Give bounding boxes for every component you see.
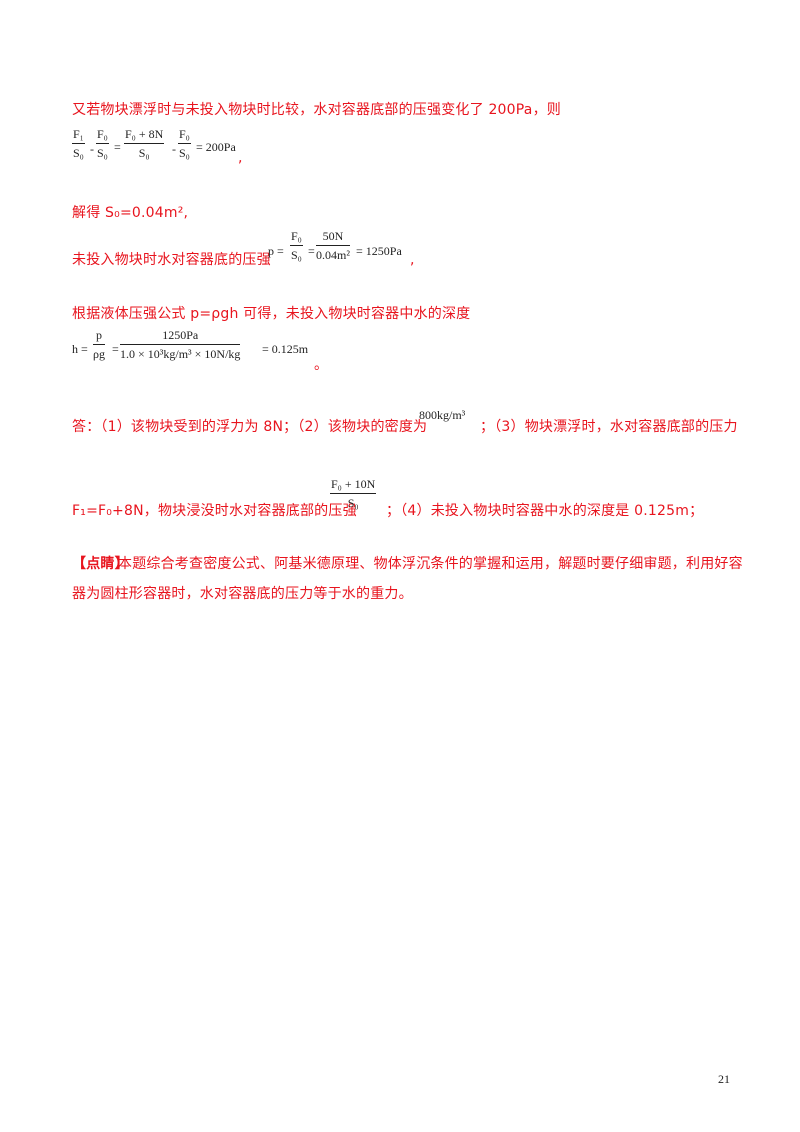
text-line-1: 又若物块漂浮时与未投入物块时比较，水对容器底部的压强变化了 200Pa，则 [72, 102, 561, 118]
minus-sign: - [90, 142, 94, 156]
equation-result: = 1250Pa [356, 244, 402, 258]
comma: , [410, 252, 415, 268]
h-equals: h = [72, 342, 88, 356]
text-answer-part3: F₁=F₀+8N，物块浸没时水对容器底部的压强 [72, 503, 357, 519]
text-line-solve: 解得 S₀=0.04m², [72, 205, 189, 221]
minus-sign: - [172, 142, 176, 156]
p-equals: p = [268, 244, 284, 258]
text-line-pressure: 未投入物块时水对容器底的压强 [72, 252, 271, 268]
note-text-2: 器为圆柱形容器时，水对容器底的压力等于水的重力。 [72, 586, 413, 602]
equals-sign: = [308, 244, 315, 258]
text-answer-part2: ；（3）物块漂浮时，水对容器底部的压力 [480, 419, 738, 435]
equals-sign: = [112, 342, 119, 356]
comma: , [238, 150, 243, 166]
note-text-1: 本题综合考查密度公式、阿基米德原理、物体浮沉条件的掌握和运用，解题时要仔细审题，… [118, 556, 743, 572]
page-number: 21 [718, 1072, 730, 1086]
equation-result: = 200Pa [196, 140, 236, 154]
text-line-formula: 根据液体压强公式 p=ρgh 可得，未投入物块时容器中水的深度 [72, 306, 471, 322]
equation-result: = 0.125m [262, 342, 309, 356]
text-answer-part1: 答：（1）该物块受到的浮力为 8N；（2）该物块的密度为 [72, 419, 428, 435]
density-value: 800kg/m³ [419, 408, 466, 422]
note-label: 【点睛】 [72, 556, 129, 572]
equals-sign: = [114, 140, 121, 154]
period: 。 [314, 357, 329, 373]
text-answer-part4: ；（4）未投入物块时容器中水的深度是 0.125m； [386, 503, 704, 519]
